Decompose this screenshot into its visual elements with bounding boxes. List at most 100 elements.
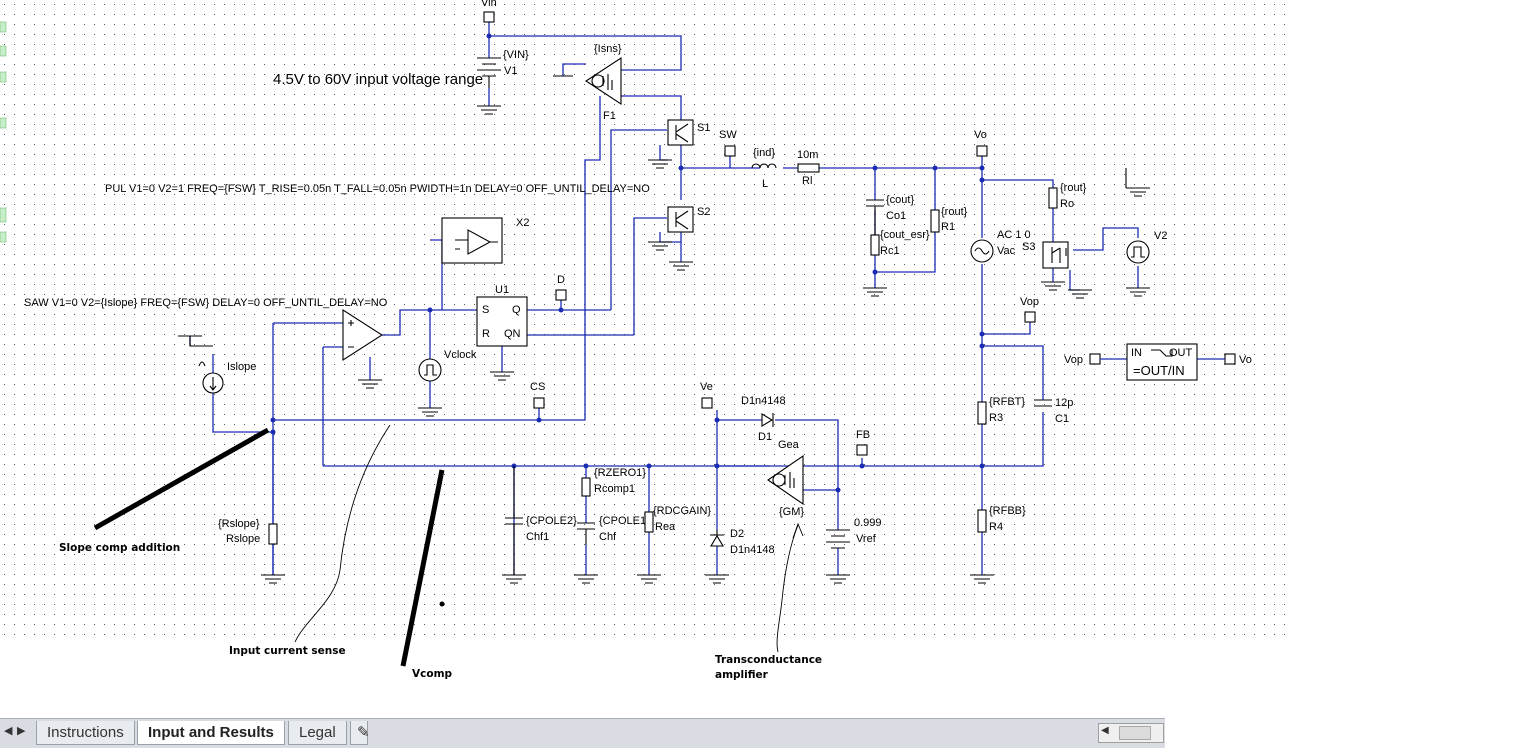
scroll-thumb[interactable]: [1119, 726, 1151, 740]
svg-text:{Rslope}: {Rslope}: [218, 518, 260, 530]
tab-scroll-last-icon[interactable]: ▶: [17, 725, 26, 737]
svg-text:C1: C1: [1055, 413, 1069, 425]
svg-text:10m: 10m: [797, 149, 818, 161]
v2-pulse-source: V2: [1126, 230, 1167, 264]
resistor-r4: {RFBB} R4: [977, 505, 1026, 533]
resistor-r3: {RFBT} R3: [977, 396, 1025, 425]
node-vop-label: Vop: [1020, 296, 1039, 308]
svg-text:OUT: OUT: [1169, 347, 1193, 359]
horizontal-scrollbar[interactable]: ◀: [1098, 723, 1164, 743]
node-vin-label: Vin: [481, 0, 497, 9]
tab-input-and-results[interactable]: Input and Results: [137, 721, 285, 745]
svg-text:{CPOLE1}: {CPOLE1}: [599, 515, 650, 527]
node-vo-out-label: Vo: [1239, 354, 1252, 366]
annotation-vcomp: Vcomp: [412, 668, 453, 680]
svg-text:Vref: Vref: [856, 533, 877, 545]
svg-text:R1: R1: [941, 221, 955, 233]
u1-sr-latch: S R Q QN U1: [476, 284, 528, 347]
svg-text:L: L: [762, 178, 768, 190]
resistor-rslope: {Rslope} Rslope: [218, 518, 278, 545]
svg-text:R4: R4: [989, 521, 1003, 533]
svg-text:D1n4148: D1n4148: [730, 544, 775, 556]
svg-text:D1n4148: D1n4148: [741, 395, 786, 407]
left-cropped-strip: [0, 21, 7, 243]
annotation-transconductance: Transconductance: [715, 654, 822, 666]
x2-block: X2: [441, 217, 529, 264]
svg-text:{Isns}: {Isns}: [594, 43, 622, 55]
resistor-rcomp1: {RZERO1} Rcomp1: [581, 467, 646, 497]
svg-text:Rcomp1: Rcomp1: [594, 483, 635, 495]
svg-text:V2: V2: [1154, 230, 1167, 242]
annotation-amplifier: amplifier: [715, 669, 769, 681]
ground-symbols: [178, 75, 1150, 584]
svg-text:X2: X2: [516, 217, 529, 229]
vclock-source: Vclock: [418, 349, 477, 382]
svg-text:Co1: Co1: [886, 210, 906, 222]
svg-text:{RDCGAIN}: {RDCGAIN}: [653, 505, 711, 517]
svg-text:R: R: [482, 328, 490, 340]
svg-text:0.999: 0.999: [854, 517, 882, 529]
vac-source: AC 1 0 Vac: [970, 229, 1031, 263]
svg-text:{CPOLE2}: {CPOLE2}: [526, 515, 577, 527]
svg-text:S3: S3: [1022, 241, 1035, 253]
svg-text:S: S: [482, 304, 489, 316]
resistor-ro: {rout} Ro: [1048, 182, 1087, 210]
diode-d1: D1n4148 D1: [741, 395, 786, 443]
svg-text:Chf: Chf: [599, 531, 617, 543]
diode-d2: D2 D1n4148: [710, 528, 775, 556]
wires: [189, 22, 1139, 575]
svg-text:{ind}: {ind}: [753, 147, 775, 159]
f1-current-sensor: {Isns} F1: [584, 43, 622, 122]
node-vop-in-label: Vop: [1064, 354, 1083, 366]
svg-text:{cout_esr}: {cout_esr}: [880, 229, 930, 241]
svg-text:Vac: Vac: [997, 245, 1016, 257]
node-flags: Vin SW Vo D CS Ve FB Vop Vop Vo: [481, 0, 1252, 456]
tab-scroll-first-icon[interactable]: ◀: [4, 725, 13, 737]
tab-instructions[interactable]: Instructions: [36, 721, 135, 745]
v1-source: {VIN} V1: [477, 49, 529, 88]
junction-dots: [270, 33, 985, 493]
svg-text:{RZERO1}: {RZERO1}: [594, 467, 646, 479]
insert-sheet-icon[interactable]: ✎: [350, 721, 370, 745]
svg-text:{RFBT}: {RFBT}: [989, 396, 1025, 408]
tab-legal[interactable]: Legal: [288, 721, 347, 745]
capacitor-chf1: {CPOLE2} Chf1: [505, 466, 577, 575]
gea-transconductance-amp: Gea {GM}: [767, 439, 804, 518]
svg-text:Q: Q: [512, 304, 521, 316]
resistor-rea: {RDCGAIN} Rea: [644, 505, 711, 533]
svg-text:IN: IN: [1131, 347, 1142, 359]
svg-text:Ro: Ro: [1060, 198, 1074, 210]
svg-text:D1: D1: [758, 431, 772, 443]
capacitor-co1: {cout} Co1: [866, 194, 914, 235]
svg-text:{RFBB}: {RFBB}: [989, 505, 1026, 517]
s3-switch: S3: [1022, 241, 1069, 269]
svg-text:{rout}: {rout}: [1060, 182, 1087, 194]
pulse-source-spec: PUL V1=0 V2=1 FREQ={FSW} T_RISE=0.05n T_…: [105, 183, 650, 195]
node-ve-label: Ve: [700, 381, 713, 393]
input-range-note: 4.5V to 60V input voltage range: [273, 71, 483, 88]
svg-text:Vclock: Vclock: [444, 349, 477, 361]
svg-text:D2: D2: [730, 528, 744, 540]
svg-text:Islope: Islope: [227, 361, 256, 373]
svg-text:AC 1 0: AC 1 0: [997, 229, 1031, 241]
s1-switch: S1: [667, 119, 710, 146]
saw-source-spec: SAW V1=0 V2={Islope} FREQ={FSW} DELAY=0 …: [24, 297, 388, 309]
svg-text:QN: QN: [504, 328, 521, 340]
svg-text:V1: V1: [504, 65, 517, 77]
node-sw-label: SW: [719, 129, 737, 141]
svg-text:R3: R3: [989, 412, 1003, 424]
node-cs-label: CS: [530, 381, 545, 393]
svg-text:12p: 12p: [1055, 397, 1073, 409]
svg-text:S1: S1: [697, 122, 710, 134]
scroll-left-icon[interactable]: ◀: [1101, 725, 1109, 736]
svg-text:Rc1: Rc1: [880, 245, 900, 257]
capacitor-c1: 12p C1: [1034, 397, 1073, 425]
svg-text:Rl: Rl: [802, 175, 812, 187]
pwm-comparator: [342, 308, 384, 362]
node-d-label: D: [557, 274, 565, 286]
resistor-r1: {rout} R1: [930, 206, 968, 233]
svg-text:{VIN}: {VIN}: [503, 49, 529, 61]
svg-text:Rea: Rea: [655, 521, 676, 533]
annotation-input-current-sense: Input current sense: [229, 645, 346, 657]
svg-text:F1: F1: [603, 110, 616, 122]
